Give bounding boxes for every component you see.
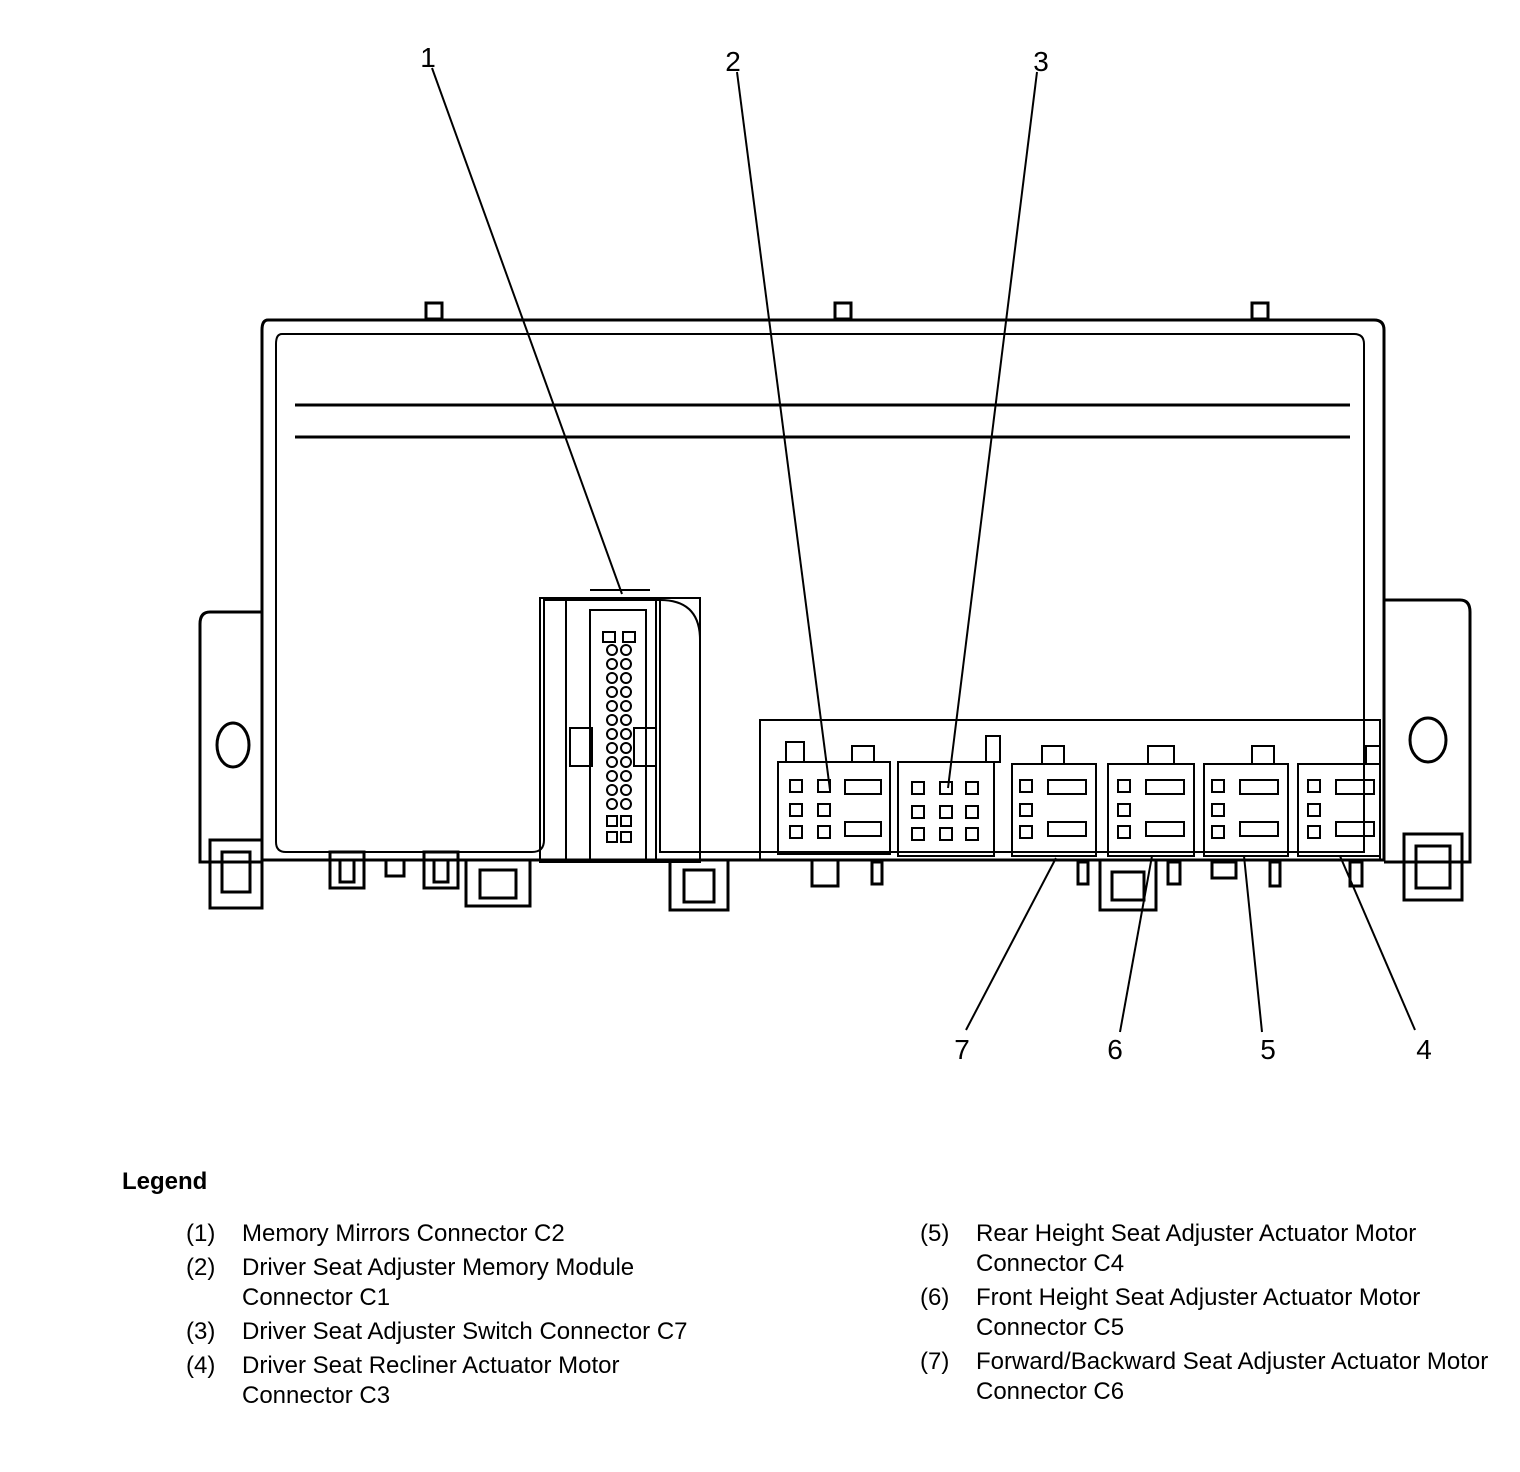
legend-item-number: (6) xyxy=(920,1284,950,1311)
legend-item: (5) Rear Height Seat Adjuster Actuator M… xyxy=(920,1219,1516,1279)
legend-item-text: Driver Seat Recliner Actuator Motor Conn… xyxy=(242,1352,620,1409)
module-diagram xyxy=(198,67,1472,1033)
connector-c2 xyxy=(539,589,701,863)
legend-column-left: (1) Memory Mirrors Connector C2 (2) Driv… xyxy=(186,1219,712,1415)
legend-title: Legend xyxy=(122,1168,208,1195)
connector-c4 xyxy=(1203,745,1289,857)
legend-item-number: (4) xyxy=(186,1352,216,1379)
callout-6: 6 xyxy=(1107,1034,1123,1065)
legend-item-text: Memory Mirrors Connector C2 xyxy=(242,1220,565,1247)
connector-c5 xyxy=(1107,745,1195,857)
legend-item: (4) Driver Seat Recliner Actuator Motor … xyxy=(186,1351,712,1411)
legend-item-text: Forward/Backward Seat Adjuster Actuator … xyxy=(976,1348,1489,1405)
connector-c6 xyxy=(1011,745,1097,857)
legend-item-number: (3) xyxy=(186,1318,216,1345)
connector-c2-pins xyxy=(602,631,636,843)
callout-7: 7 xyxy=(954,1034,970,1065)
callout-1: 1 xyxy=(420,42,436,73)
legend-item: (6) Front Height Seat Adjuster Actuator … xyxy=(920,1283,1516,1343)
legend-item-number: (5) xyxy=(920,1220,950,1247)
legend-item: (2) Driver Seat Adjuster Memory Module C… xyxy=(186,1253,712,1313)
connector-c3 xyxy=(1297,745,1381,857)
legend-item-text: Driver Seat Adjuster Switch Connector C7 xyxy=(242,1318,688,1345)
legend-item: (3) Driver Seat Adjuster Switch Connecto… xyxy=(186,1317,712,1347)
legend-item-text: Rear Height Seat Adjuster Actuator Motor… xyxy=(976,1220,1417,1277)
connector-c1 xyxy=(777,741,891,855)
callout-3: 3 xyxy=(1033,46,1049,77)
left-mount-hole xyxy=(215,721,251,769)
legend-item-text: Driver Seat Adjuster Memory Module Conne… xyxy=(242,1254,635,1311)
connector-c7 xyxy=(897,735,1001,857)
leader-lines xyxy=(431,67,1416,1033)
callout-4: 4 xyxy=(1416,1034,1432,1065)
callout-2: 2 xyxy=(725,46,741,77)
legend-item: (7) Forward/Backward Seat Adjuster Actua… xyxy=(920,1347,1516,1407)
callout-5: 5 xyxy=(1260,1034,1276,1065)
module-housing xyxy=(260,318,1386,862)
legend-item-number: (2) xyxy=(186,1254,216,1281)
legend-column-right: (5) Rear Height Seat Adjuster Actuator M… xyxy=(920,1219,1516,1411)
legend-item: (1) Memory Mirrors Connector C2 xyxy=(186,1219,712,1249)
legend-item-number: (7) xyxy=(920,1348,950,1375)
legend-item-number: (1) xyxy=(186,1220,216,1247)
legend-item-text: Front Height Seat Adjuster Actuator Moto… xyxy=(976,1284,1421,1341)
right-mount-hole xyxy=(1408,716,1448,764)
